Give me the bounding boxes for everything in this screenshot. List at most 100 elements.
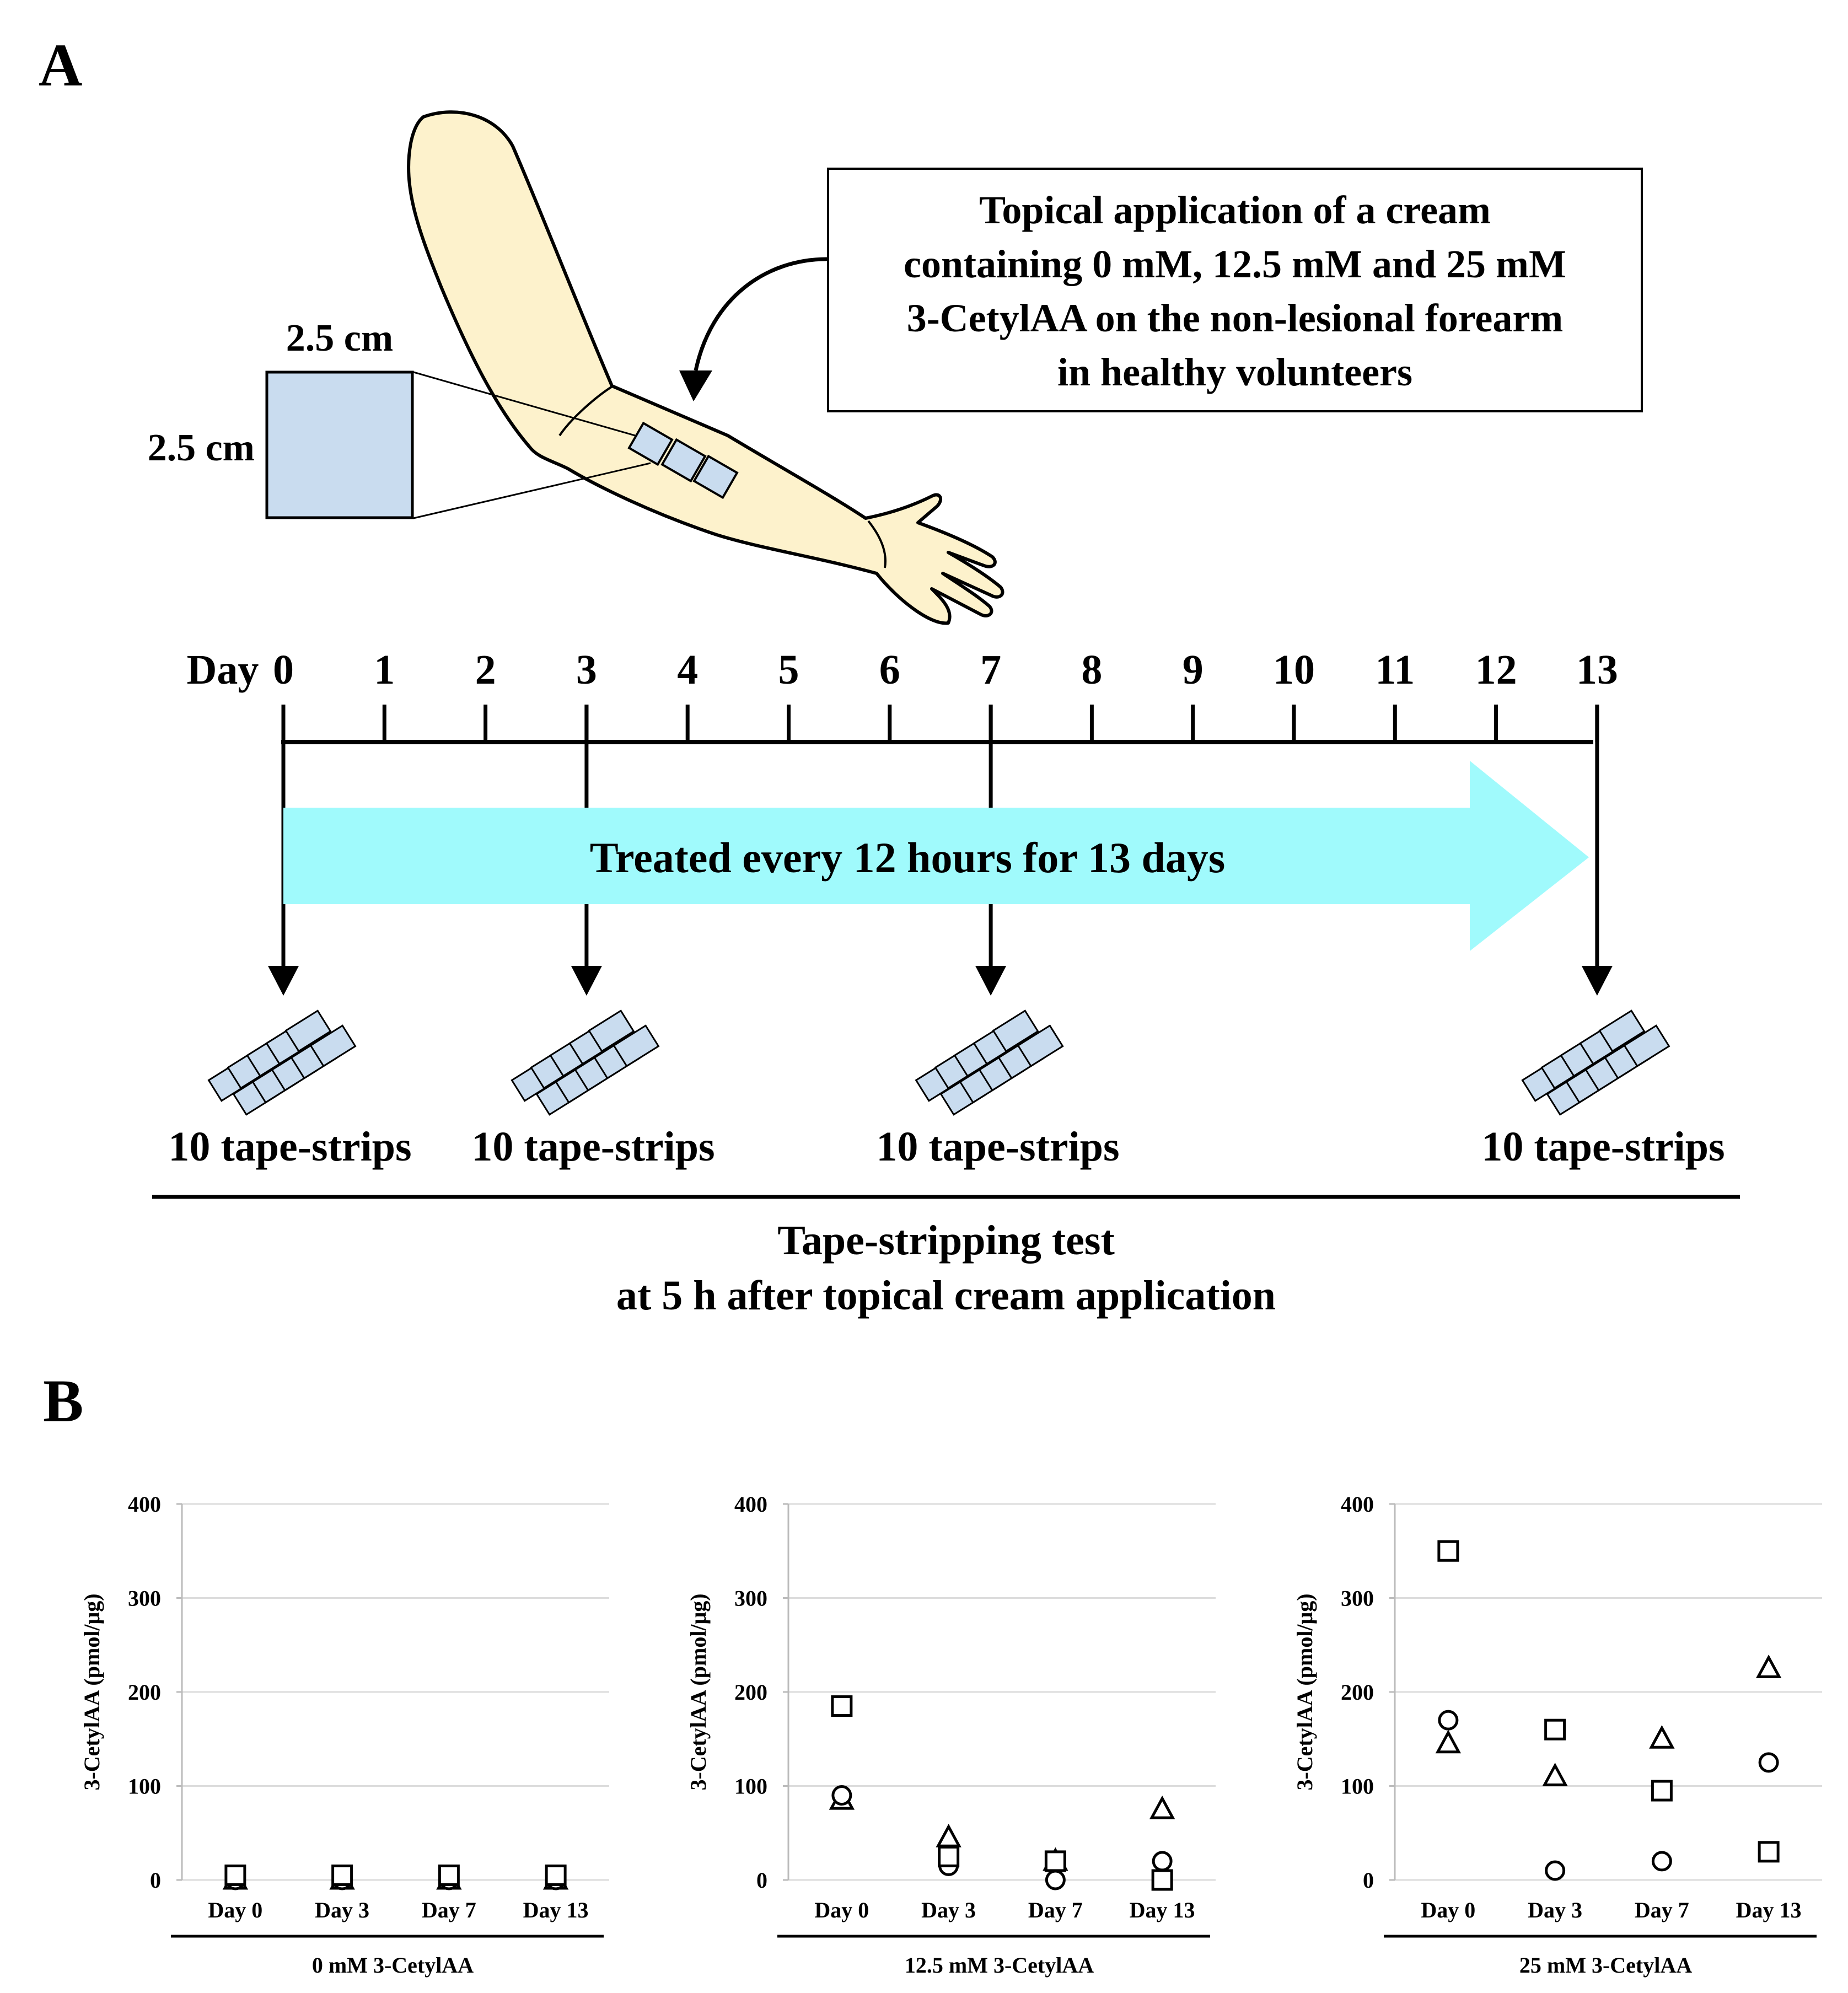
footer-line: Tape-stripping test [777, 1217, 1115, 1264]
tape-strip [309, 1024, 357, 1067]
x-axis-label: 12.5 mM 3-CetylAA [905, 1953, 1094, 1978]
timeline-day-label: 12 [1475, 647, 1517, 693]
sampling-arrowhead [1581, 966, 1613, 996]
square-marker [545, 1864, 567, 1886]
square-marker [1151, 1869, 1173, 1891]
patch-width-label: 2.5 cm [286, 317, 393, 359]
y-tick-label: 400 [734, 1492, 767, 1517]
timeline-day-label: 9 [1183, 647, 1204, 693]
square-marker [438, 1864, 460, 1886]
callout-line: 3-CetylAA on the non-lesional forearm [907, 296, 1564, 340]
y-axis-label: 3-CetylAA (pmol/μg) [686, 1593, 711, 1790]
timeline-day-label: 7 [980, 647, 1001, 693]
y-tick-label: 100 [128, 1774, 161, 1799]
timeline-day-label: 3 [576, 647, 597, 693]
tape-strip [588, 1009, 635, 1052]
tape-strip [992, 1009, 1039, 1052]
square-marker [224, 1864, 246, 1886]
square-marker [1544, 1718, 1566, 1740]
x-tick-label: Day 7 [422, 1898, 476, 1922]
callout-line: in healthy volunteers [1057, 350, 1412, 394]
arm-illustration: 2.5 cm 2.5 cm [148, 110, 1004, 625]
y-tick-label: 100 [734, 1774, 767, 1799]
footer-line: at 5 h after topical cream application [616, 1272, 1276, 1319]
circle-marker [1545, 1860, 1566, 1881]
y-tick-label: 0 [756, 1868, 767, 1893]
triangle-marker [1649, 1725, 1675, 1749]
treatment-arrow: Treated every 12 hours for 13 days [283, 761, 1589, 951]
square-marker [1758, 1841, 1780, 1863]
callout-arrowhead [679, 370, 712, 401]
tape-strip [1017, 1024, 1064, 1067]
tape-strip [1623, 1024, 1670, 1067]
arm-shape [407, 110, 1004, 625]
y-tick-label: 0 [150, 1868, 161, 1893]
y-tick-label: 200 [128, 1680, 161, 1705]
timeline-day-prefix: Day [187, 647, 259, 693]
x-tick-label: Day 13 [1736, 1898, 1802, 1922]
sampling-arrowhead [975, 966, 1007, 996]
wrist-crease [867, 520, 887, 568]
zoom-line [413, 371, 636, 437]
circle-marker [1152, 1851, 1173, 1872]
timeline-day-label: 11 [1375, 647, 1415, 693]
x-tick-label: Day 0 [208, 1898, 262, 1922]
square-marker [831, 1695, 853, 1717]
y-tick-label: 300 [1341, 1586, 1374, 1611]
triangle-marker [936, 1824, 961, 1847]
y-axis-label: 3-CetylAA (pmol/μg) [79, 1593, 104, 1790]
timeline-day-label: 0 [273, 647, 294, 693]
callout-line: containing 0 mM, 12.5 mM and 25 mM [904, 242, 1566, 286]
y-tick-label: 400 [128, 1492, 161, 1517]
tape-strip [613, 1024, 660, 1067]
arm-patch [627, 421, 674, 466]
panel-a-label: A [39, 31, 82, 99]
circle-marker [1045, 1870, 1066, 1890]
circle-marker [1758, 1752, 1779, 1773]
square-marker [1651, 1780, 1673, 1802]
y-tick-label: 200 [1341, 1680, 1374, 1705]
tape-strip-stack [1521, 1009, 1670, 1116]
patch-height-label: 2.5 cm [148, 427, 255, 469]
treatment-arrow-shape [283, 761, 1589, 951]
triangle-marker [1542, 1763, 1568, 1786]
x-axis-label: 0 mM 3-CetylAA [312, 1953, 474, 1978]
arm-patch [660, 438, 707, 483]
y-tick-label: 300 [734, 1586, 767, 1611]
timeline-day-label: 13 [1576, 647, 1618, 693]
chart-3: 0 100 200 300 400 3-CetylAA (pmol/μg) Day 0 Day… [1292, 1492, 1822, 1978]
sampling-arrowhead [571, 966, 602, 996]
tape-strip-stack [207, 1009, 357, 1116]
x-tick-label: Day 13 [523, 1898, 589, 1922]
y-axis-label: 3-CetylAA (pmol/μg) [1292, 1593, 1317, 1790]
square-marker [1044, 1850, 1066, 1872]
tape-strip-label: 10 tape-strips [168, 1124, 411, 1170]
triangle-marker [1755, 1654, 1782, 1678]
panel-a: A 2.5 cm 2.5 cm Topical application of a [39, 31, 1740, 1319]
sampling-arrowhead [268, 966, 299, 996]
timeline-ticks [281, 705, 1599, 742]
triangle-marker [1149, 1795, 1175, 1819]
x-tick-label: Day 0 [1421, 1898, 1475, 1922]
circle-marker [1651, 1851, 1672, 1872]
tape-strip-stack [915, 1009, 1064, 1116]
elbow-crease [558, 385, 614, 437]
timeline-day-label: 2 [475, 647, 496, 693]
x-tick-label: Day 0 [814, 1898, 869, 1922]
callout: Topical application of a cream containin… [679, 168, 1643, 412]
y-tick-label: 400 [1341, 1492, 1374, 1517]
square-marker [1437, 1540, 1459, 1562]
timeline-day-label: 6 [879, 647, 900, 693]
tape-strip-label: 10 tape-strips [876, 1124, 1119, 1170]
x-tick-label: Day 3 [921, 1898, 976, 1922]
y-tick-label: 0 [1363, 1868, 1374, 1893]
timeline-day-label: 4 [677, 647, 698, 693]
y-tick-label: 100 [1341, 1774, 1374, 1799]
patch-enlarged [265, 370, 414, 519]
